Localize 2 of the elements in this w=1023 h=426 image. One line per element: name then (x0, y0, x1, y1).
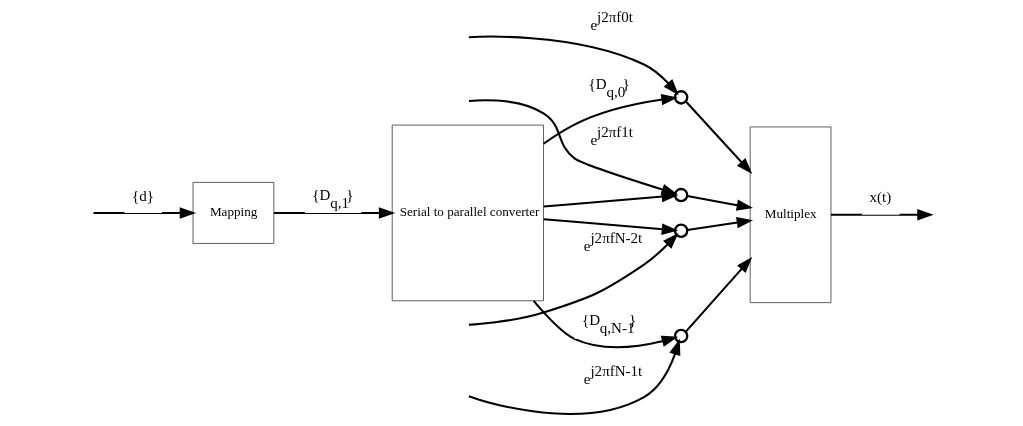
edge-label: {d} (131, 187, 154, 204)
edge-label: x(t) (869, 189, 891, 206)
